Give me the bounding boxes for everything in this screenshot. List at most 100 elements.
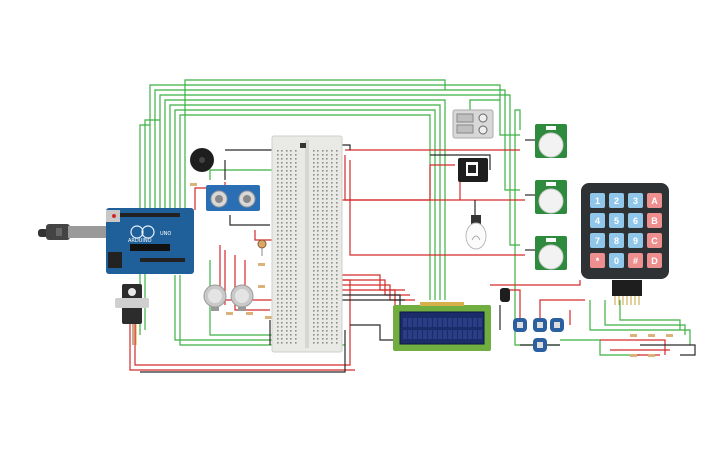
breadboard-hole (290, 274, 292, 276)
breadboard-hole (281, 274, 283, 276)
breadboard-hole (336, 262, 338, 264)
pir-sensor-2[interactable] (535, 180, 567, 214)
breadboard-hole (277, 318, 279, 320)
neopixel-1[interactable] (513, 318, 527, 332)
pir-sensor-3[interactable] (535, 236, 567, 270)
neopixel-4[interactable] (533, 338, 547, 352)
neopixel-2[interactable] (533, 318, 547, 332)
breadboard-hole (322, 210, 324, 212)
power-supply-icon[interactable] (452, 109, 494, 139)
breadboard-hole (281, 318, 283, 320)
keypad-key-D[interactable]: D (647, 253, 662, 268)
breadboard-hole (313, 230, 315, 232)
breadboard-hole (290, 286, 292, 288)
breadboard-hole (295, 298, 297, 300)
breadboard-hole (281, 234, 283, 236)
keypad-key-B[interactable]: B (647, 213, 662, 228)
breadboard-hole (295, 302, 297, 304)
breadboard-hole (326, 170, 328, 172)
gas-sensor-1[interactable] (203, 284, 227, 311)
keypad-key-A[interactable]: A (647, 193, 662, 208)
breadboard-hole (322, 330, 324, 332)
keypad-key-hash[interactable]: # (628, 253, 643, 268)
breadboard-hole (322, 314, 324, 316)
gas-sensor-2[interactable] (230, 284, 254, 311)
relay-icon[interactable] (458, 158, 488, 182)
breadboard-hole (277, 286, 279, 288)
breadboard-hole (290, 174, 292, 176)
breadboard-hole (286, 298, 288, 300)
breadboard-hole (322, 174, 324, 176)
ultrasonic-sensor-icon[interactable] (206, 185, 260, 211)
lcd-icon[interactable] (393, 302, 491, 351)
keypad-key-1[interactable]: 1 (590, 193, 605, 208)
breadboard-hole (277, 262, 279, 264)
temperature-sensor-icon[interactable] (500, 288, 510, 302)
lcd-cell (468, 330, 472, 339)
keypad-key-C[interactable]: C (647, 233, 662, 248)
breadboard-hole (286, 334, 288, 336)
breadboard-hole (313, 326, 315, 328)
svg-text:6: 6 (633, 216, 638, 226)
breadboard-hole (317, 294, 319, 296)
keypad-key-7[interactable]: 7 (590, 233, 605, 248)
breadboard-hole (313, 278, 315, 280)
buzzer-icon[interactable] (190, 148, 214, 172)
breadboard-hole (290, 206, 292, 208)
breadboard-hole (336, 222, 338, 224)
breadboard-hole (295, 338, 297, 340)
breadboard-hole (317, 258, 319, 260)
breadboard-hole (290, 254, 292, 256)
breadboard-hole (317, 278, 319, 280)
breadboard-hole (331, 306, 333, 308)
keypad-key-6[interactable]: 6 (628, 213, 643, 228)
breadboard-hole (286, 234, 288, 236)
breadboard-hole (281, 226, 283, 228)
breadboard-hole (295, 214, 297, 216)
lcd-cell (473, 330, 477, 339)
breadboard-hole (313, 150, 315, 152)
breadboard-hole (313, 334, 315, 336)
breadboard-hole (336, 202, 338, 204)
pir-sensor-1[interactable] (535, 124, 567, 158)
breadboard-hole (295, 174, 297, 176)
breadboard-hole (281, 218, 283, 220)
keypad-key-8[interactable]: 8 (609, 233, 624, 248)
breadboard-hole (290, 302, 292, 304)
breadboard-hole (295, 226, 297, 228)
breadboard-hole (277, 194, 279, 196)
breadboard-hole (331, 222, 333, 224)
breadboard-hole (290, 330, 292, 332)
breadboard-hole (326, 154, 328, 156)
breadboard-hole (326, 302, 328, 304)
keypad-key-3[interactable]: 3 (628, 193, 643, 208)
breadboard-hole (281, 206, 283, 208)
arduino-board[interactable]: UNO ARDUINO (106, 208, 194, 274)
breadboard-hole (313, 266, 315, 268)
breadboard-hole (336, 342, 338, 344)
breadboard-hole (295, 306, 297, 308)
breadboard-hole (295, 254, 297, 256)
breadboard-hole (322, 222, 324, 224)
breadboard-hole (290, 250, 292, 252)
breadboard-hole (277, 294, 279, 296)
neopixel-3[interactable] (550, 318, 564, 332)
keypad-key-2[interactable]: 2 (609, 193, 624, 208)
breadboard-hole (326, 158, 328, 160)
breadboard-hole (331, 266, 333, 268)
breadboard-hole (326, 194, 328, 196)
keypad-key-4[interactable]: 4 (590, 213, 605, 228)
servo-icon[interactable] (115, 284, 149, 345)
keypad-key-0[interactable]: 0 (609, 253, 624, 268)
breadboard-hole (281, 314, 283, 316)
photoresistor-icon[interactable] (257, 239, 267, 256)
breadboard[interactable] (271, 135, 343, 353)
breadboard-hole (331, 274, 333, 276)
breadboard-hole (295, 270, 297, 272)
keypad-key-5[interactable]: 5 (609, 213, 624, 228)
bulb-icon[interactable] (465, 215, 487, 250)
breadboard-hole (286, 330, 288, 332)
keypad-key-9[interactable]: 9 (628, 233, 643, 248)
keypad-key-star[interactable]: * (590, 253, 605, 268)
